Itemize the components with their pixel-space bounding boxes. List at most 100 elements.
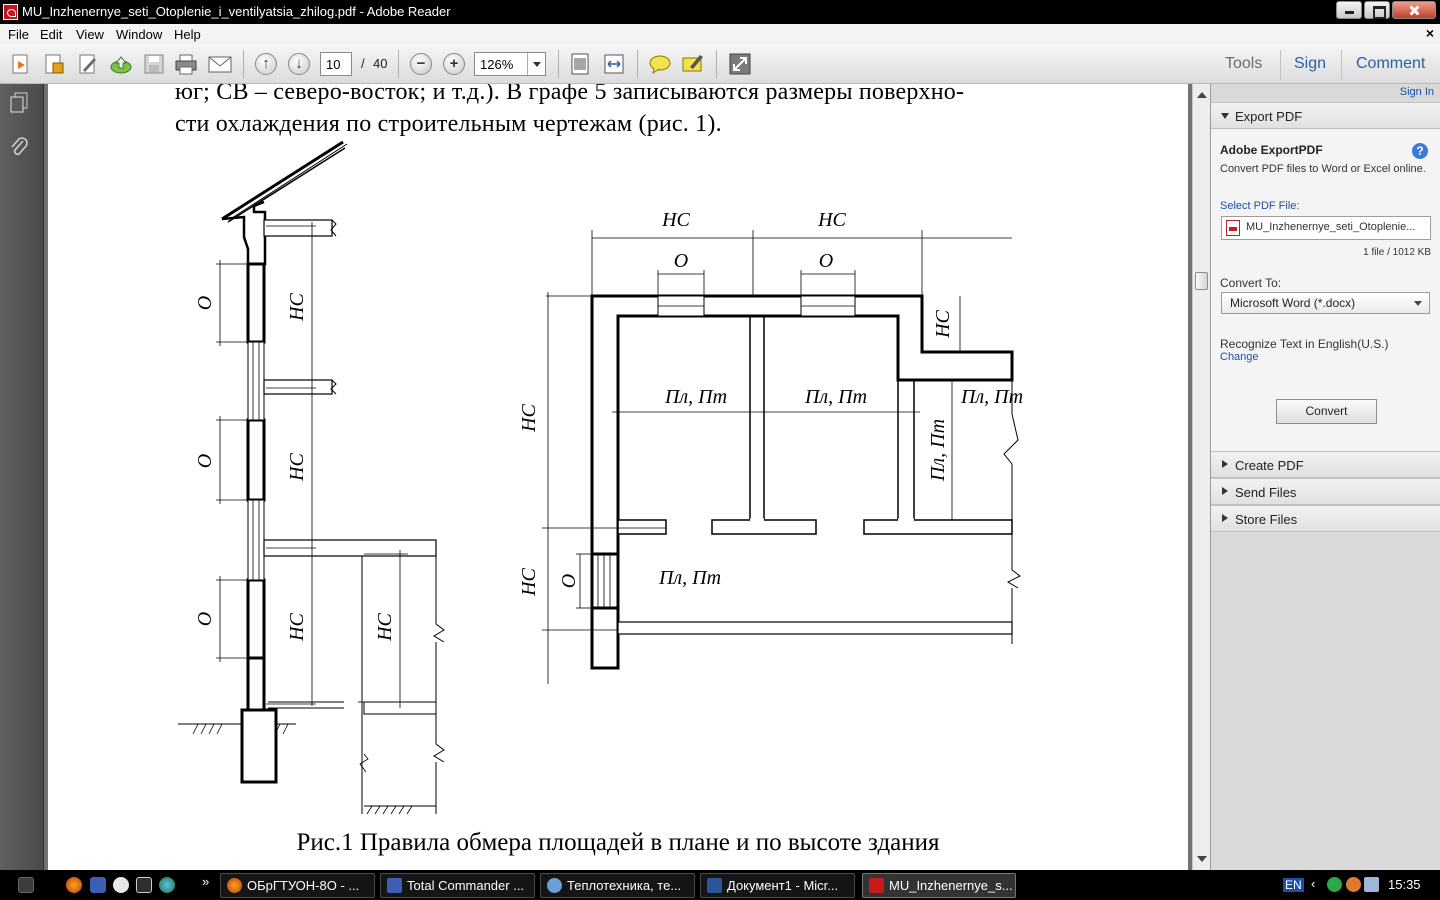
convert-button[interactable]: Convert <box>1276 399 1377 424</box>
scroll-thumb[interactable] <box>1195 272 1208 290</box>
export-pdf-panel: Adobe ExportPDF ? Convert PDF files to W… <box>1211 129 1440 453</box>
toolbar-separator <box>716 50 717 78</box>
next-page-icon[interactable]: ↓ <box>288 53 310 75</box>
export-pdf-header[interactable]: Export PDF <box>1211 102 1440 129</box>
fit-width-icon[interactable] <box>603 53 625 75</box>
save-icon[interactable] <box>143 53 165 75</box>
quicklaunch-chevron-icon[interactable]: » <box>202 874 210 889</box>
store-files-header[interactable]: Store Files <box>1211 505 1440 532</box>
combine-files-icon[interactable] <box>43 53 65 75</box>
language-indicator[interactable]: EN <box>1283 878 1304 892</box>
fig-label-o: О <box>819 250 833 272</box>
fig-label-pl-pt: Пл, Пт <box>804 386 867 408</box>
tray-app-icon[interactable] <box>1346 877 1361 892</box>
taskbar-item-firefox[interactable]: ОБрГТУОН-8О - ... <box>220 873 375 898</box>
toolbar-separator <box>243 50 244 78</box>
page-total: 40 <box>373 56 388 71</box>
document-view[interactable]: юг; СВ – северо-восток; и т.д.). В графе… <box>44 84 1192 870</box>
tools-pane-button[interactable]: Tools <box>1225 55 1263 72</box>
send-files-header[interactable]: Send Files <box>1211 478 1440 505</box>
tray-expand-icon[interactable]: ‹ <box>1311 876 1316 891</box>
taskbar-item-label: Total Commander ... <box>407 878 525 893</box>
taskbar-item-label: Документ1 - Micr... <box>727 878 839 893</box>
firefox-icon <box>227 878 242 893</box>
app-quicklaunch-icon[interactable] <box>136 877 152 893</box>
taskbar-item-total-commander[interactable]: Total Commander ... <box>380 873 535 898</box>
paragraph-line-2: сти охлаждения по строительным чертежам … <box>175 111 722 137</box>
fig-label-hs: НС <box>661 209 690 231</box>
attachments-icon[interactable] <box>9 136 29 158</box>
vertical-scrollbar[interactable] <box>1192 84 1210 870</box>
previous-page-icon[interactable]: ↑ <box>255 53 277 75</box>
minimize-button[interactable] <box>1336 1 1362 19</box>
change-language-link[interactable]: Change <box>1220 351 1259 363</box>
create-pdf-header[interactable]: Create PDF <box>1211 451 1440 478</box>
close-document-icon[interactable]: × <box>1425 25 1434 41</box>
selected-file-field[interactable]: MU_Inzhenernye_seti_Otoplenie... <box>1221 216 1431 240</box>
word-icon <box>707 878 722 893</box>
fig-label-pl-pt: Пл, Пт <box>927 419 949 482</box>
save-quicklaunch-icon[interactable] <box>90 877 106 893</box>
file-count: 1 file / 1012 KB <box>1363 247 1431 258</box>
menu-help[interactable]: Help <box>174 27 201 42</box>
selected-file-name: MU_Inzhenernye_seti_Otoplenie... <box>1246 221 1416 233</box>
globe-icon[interactable] <box>159 877 175 893</box>
fig-label-hs: НС <box>817 209 846 231</box>
close-button[interactable] <box>1392 1 1436 19</box>
email-icon[interactable] <box>208 53 232 75</box>
collapse-triangle-icon <box>1221 113 1229 123</box>
pdf-file-icon <box>1226 220 1240 236</box>
edit-pdf-icon[interactable] <box>77 53 99 75</box>
create-pdf-icon[interactable] <box>10 53 32 75</box>
menu-window[interactable]: Window <box>116 27 163 42</box>
menu-file[interactable]: File <box>8 27 29 42</box>
help-icon[interactable]: ? <box>1412 143 1428 159</box>
torrent-tray-icon[interactable] <box>1327 877 1342 892</box>
network-icon[interactable] <box>1364 877 1379 892</box>
fig-label-hs: НС <box>518 403 540 432</box>
window-title: MU_Inzhenernye_seti_Otoplenie_i_ventilya… <box>22 4 451 19</box>
clock[interactable]: 15:35 <box>1388 877 1421 892</box>
sign-pane-button[interactable]: Sign <box>1294 55 1327 72</box>
select-pdf-file-label[interactable]: Select PDF File: <box>1220 200 1300 212</box>
zoom-out-icon[interactable]: − <box>410 53 432 75</box>
recognize-text-label: Recognize Text in English(U.S.) <box>1220 337 1389 351</box>
toolbar-separator <box>1280 50 1281 80</box>
search-icon <box>547 878 562 893</box>
taskbar-item-search[interactable]: Теплотехника, те... <box>540 873 695 898</box>
zoom-dropdown-chevron-down-icon[interactable] <box>527 53 545 75</box>
fit-page-icon[interactable] <box>569 53 591 75</box>
maximize-button[interactable] <box>1364 1 1390 19</box>
taskbar-item-adobe-reader[interactable]: MU_Inzhenernye_s... <box>862 873 1016 898</box>
firefox-icon[interactable] <box>66 877 82 893</box>
full-screen-icon[interactable] <box>729 53 751 75</box>
expand-triangle-icon <box>1222 487 1232 495</box>
media-player-icon[interactable] <box>113 877 129 893</box>
start-button[interactable] <box>18 877 34 893</box>
menu-view[interactable]: View <box>76 27 104 42</box>
comment-pane-button[interactable]: Comment <box>1356 55 1426 72</box>
page-number-input[interactable] <box>320 52 352 76</box>
upload-icon[interactable] <box>110 53 132 75</box>
print-icon[interactable] <box>175 53 197 75</box>
page-thumbnails-icon[interactable] <box>9 92 29 114</box>
fig-label-o: О <box>558 574 580 588</box>
highlight-icon[interactable] <box>682 53 704 75</box>
taskbar-item-label: MU_Inzhenernye_s... <box>889 878 1013 893</box>
convert-to-value: Microsoft Word (*.docx) <box>1230 296 1356 310</box>
zoom-in-icon[interactable]: + <box>443 53 465 75</box>
menu-edit[interactable]: Edit <box>40 27 63 42</box>
adobe-reader-icon <box>869 878 884 893</box>
navigation-pane <box>0 84 44 870</box>
sticky-note-icon[interactable] <box>649 53 671 75</box>
export-description: Convert PDF files to Word or Excel onlin… <box>1220 163 1426 175</box>
taskbar-item-word[interactable]: Документ1 - Micr... <box>700 873 855 898</box>
toolbar: ↑ ↓ / 40 − + Tools Sign Comment <box>0 44 1440 84</box>
sign-in-link[interactable]: Sign In <box>1399 86 1434 98</box>
scroll-up-icon[interactable] <box>1197 87 1207 98</box>
zoom-level-select[interactable] <box>474 52 546 76</box>
scroll-down-icon[interactable] <box>1197 856 1207 867</box>
convert-to-select[interactable]: Microsoft Word (*.docx) <box>1221 292 1430 314</box>
fig-label-pl-pt: Пл, Пт <box>664 386 727 408</box>
